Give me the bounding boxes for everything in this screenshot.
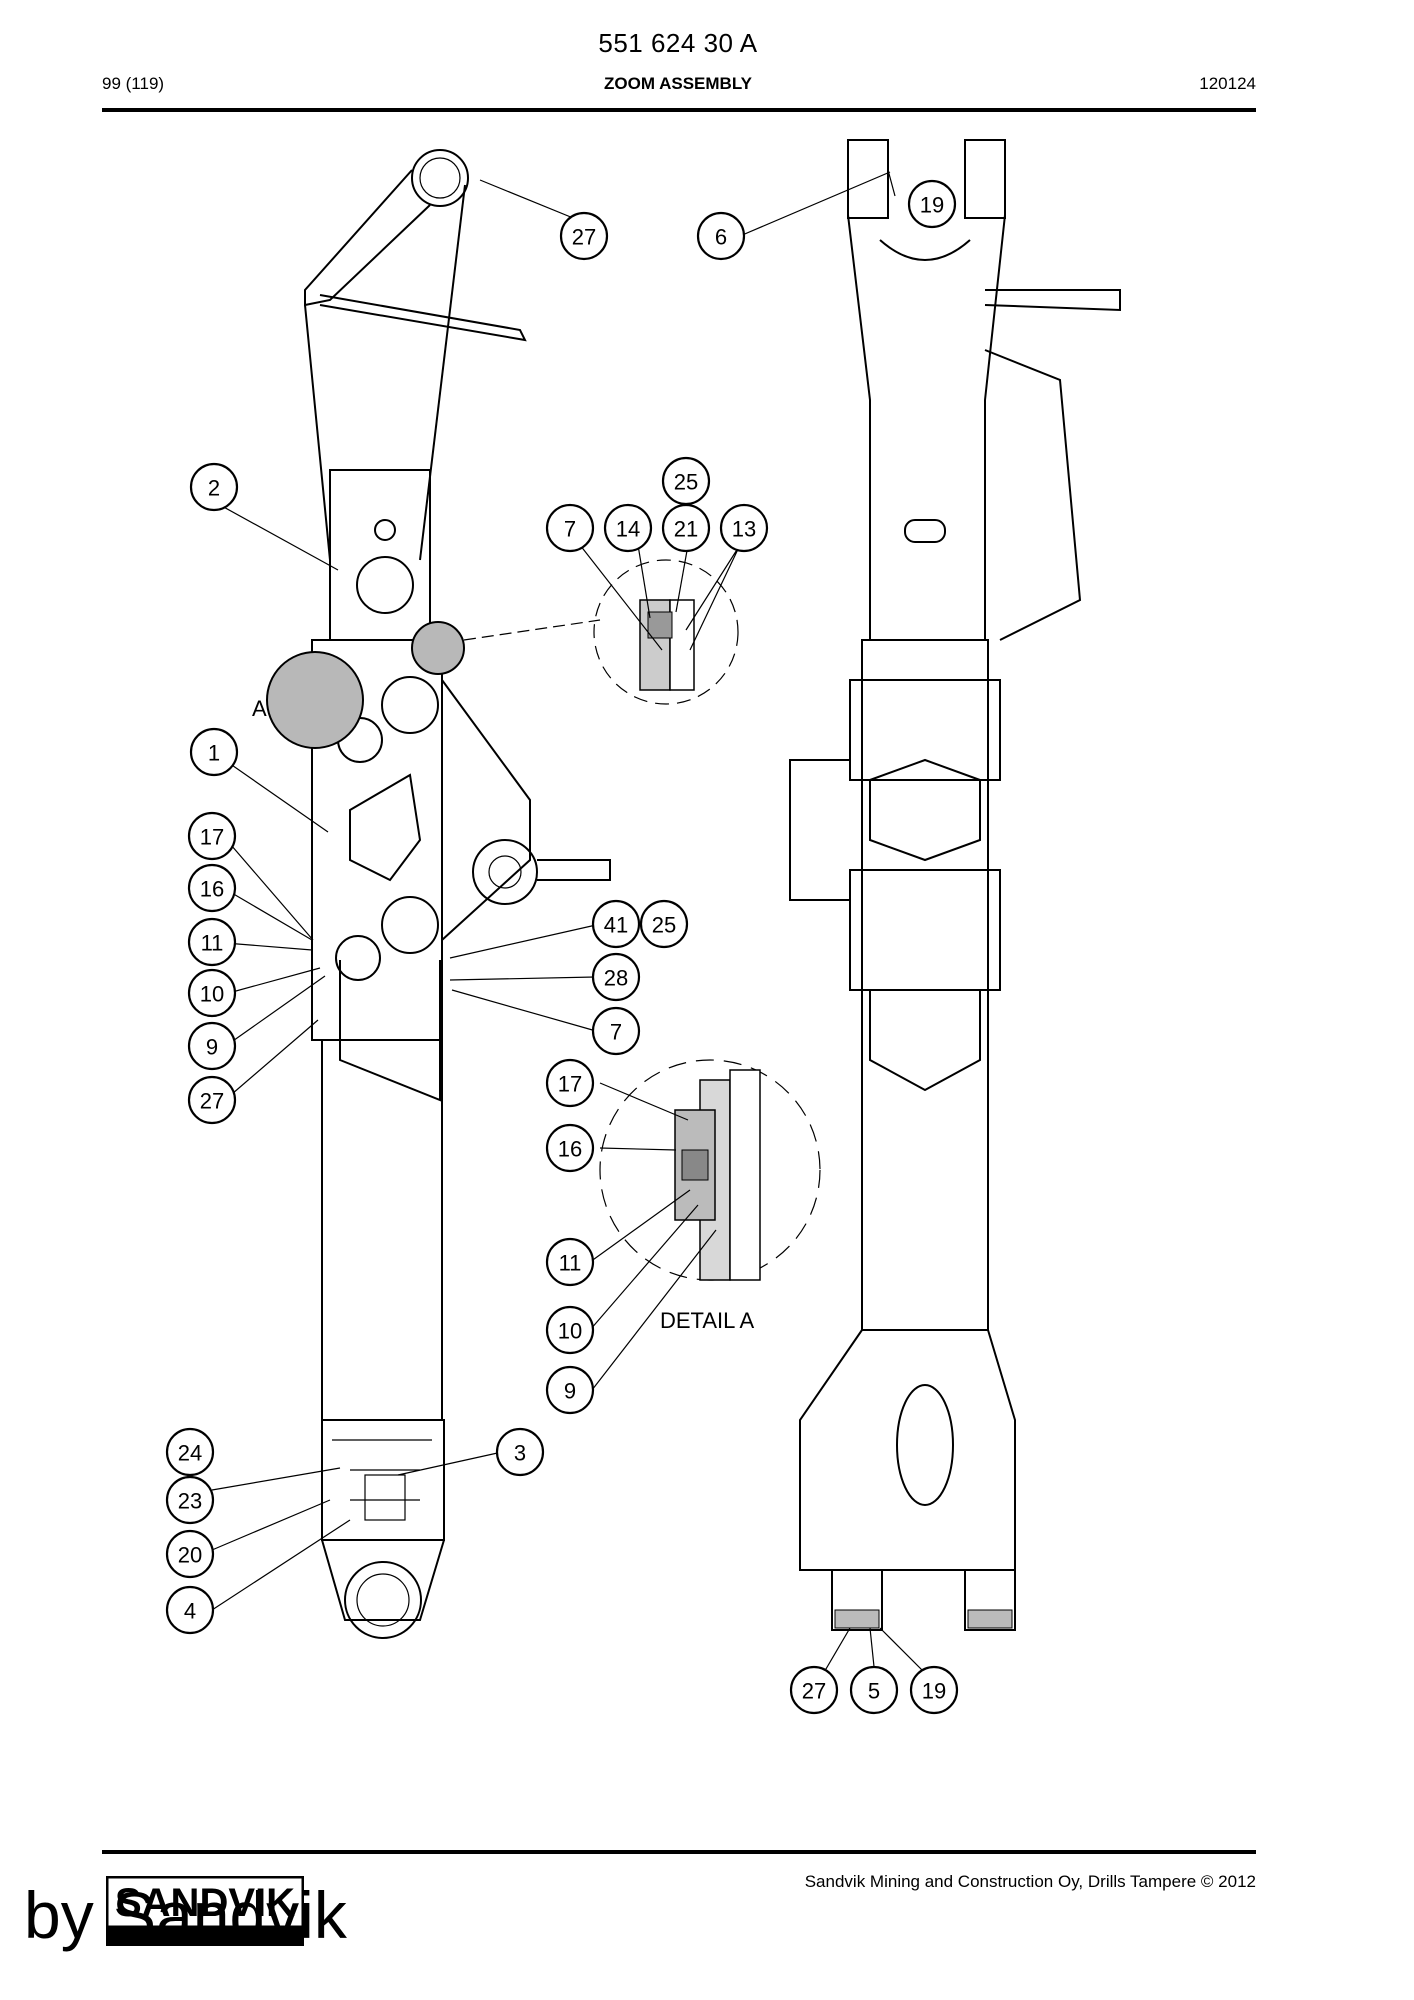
svg-text:6: 6: [715, 225, 727, 250]
callout-item: 9: [187, 1021, 237, 1071]
callout-item: 20: [165, 1529, 215, 1579]
left-view-boom: [266, 149, 611, 1639]
svg-text:13: 13: [732, 517, 756, 542]
view-marker-label: A: [252, 696, 267, 721]
callout-item: 5: [849, 1665, 899, 1715]
callout-item: 13: [719, 503, 769, 553]
detail-top-section: [593, 559, 739, 705]
callout-item: 3: [495, 1427, 545, 1477]
callout-item: 7: [591, 1006, 641, 1056]
svg-text:25: 25: [652, 913, 676, 938]
svg-text:10: 10: [558, 1319, 582, 1344]
svg-text:5: 5: [868, 1679, 880, 1704]
page-title: ZOOM ASSEMBLY: [604, 74, 752, 93]
callout-item: 28: [591, 952, 641, 1002]
svg-text:23: 23: [178, 1489, 202, 1514]
svg-text:11: 11: [559, 1251, 582, 1276]
header-rule: [102, 108, 1256, 112]
svg-text:9: 9: [564, 1379, 576, 1404]
callout-item: 9: [545, 1365, 595, 1415]
callout-item: 16: [187, 863, 237, 913]
callout-item: 16: [545, 1123, 595, 1173]
callout-item: 11: [187, 917, 237, 967]
callout-item: 25: [639, 899, 689, 949]
footer-rule: [102, 1850, 1256, 1854]
callout-item: 7: [545, 503, 595, 553]
svg-text:14: 14: [616, 517, 640, 542]
callout-item: 4: [165, 1585, 215, 1635]
footer-company: Sandvik Mining and Construction Oy, Dril…: [804, 1872, 1256, 1891]
svg-text:3: 3: [514, 1441, 526, 1466]
svg-text:27: 27: [572, 225, 596, 250]
sandvik-logo: SANDVIK: [106, 1876, 304, 1946]
svg-text:10: 10: [200, 982, 224, 1007]
page-number: 99 (119): [102, 74, 165, 93]
callout-item: 25: [661, 456, 711, 506]
detail-a-label: DETAIL A: [660, 1308, 754, 1333]
callout-item: 1: [189, 727, 239, 777]
svg-text:11: 11: [201, 931, 224, 956]
leader-lines: [211, 169, 939, 1687]
svg-text:4: 4: [184, 1599, 196, 1624]
svg-text:28: 28: [604, 966, 628, 991]
svg-text:9: 9: [206, 1035, 218, 1060]
callout-item: 17: [545, 1058, 595, 1108]
svg-text:17: 17: [200, 825, 224, 850]
callout-item: 24: [165, 1427, 215, 1477]
svg-text:41: 41: [604, 913, 628, 938]
svg-text:21: 21: [674, 517, 698, 542]
byline-text: by Sandvik: [24, 1878, 347, 1952]
svg-text:2: 2: [208, 476, 220, 501]
svg-text:7: 7: [610, 1020, 622, 1045]
svg-text:SANDVIK: SANDVIK: [115, 1881, 295, 1925]
document-code: 551 624 30 A: [598, 28, 758, 58]
svg-text:7: 7: [564, 517, 576, 542]
callout-item: 23: [165, 1475, 215, 1525]
callout-item: 27: [559, 211, 609, 261]
svg-text:1: 1: [208, 741, 220, 766]
callout-item: 17: [187, 811, 237, 861]
svg-text:25: 25: [674, 470, 698, 495]
callout-item: 11: [545, 1237, 595, 1287]
callout-item: 2: [189, 462, 239, 512]
callout-item: 10: [545, 1305, 595, 1355]
svg-text:19: 19: [920, 193, 944, 218]
svg-text:27: 27: [802, 1679, 826, 1704]
svg-text:20: 20: [178, 1543, 202, 1568]
callout-item: 14: [603, 503, 653, 553]
callout-item: 41: [591, 899, 641, 949]
document-date: 120124: [1199, 74, 1256, 93]
callout-item: 6: [696, 211, 746, 261]
svg-text:24: 24: [178, 1441, 202, 1466]
callout-item: 27: [187, 1075, 237, 1125]
callout-item: 19: [909, 1665, 959, 1715]
callout-item: 27: [789, 1665, 839, 1715]
svg-text:16: 16: [558, 1137, 582, 1162]
callout-item: 19: [907, 179, 957, 229]
svg-text:17: 17: [558, 1072, 582, 1097]
right-view-boom: [789, 139, 1121, 1631]
svg-text:16: 16: [200, 877, 224, 902]
svg-text:27: 27: [200, 1089, 224, 1114]
svg-text:19: 19: [922, 1679, 946, 1704]
callout-item: 21: [661, 503, 711, 553]
callouts: 27 2 1 17 16 11 10 9 27 41 25 28 7 25 7 …: [165, 179, 959, 1715]
callout-item: 10: [187, 968, 237, 1018]
detail-a-section: [599, 1059, 821, 1281]
